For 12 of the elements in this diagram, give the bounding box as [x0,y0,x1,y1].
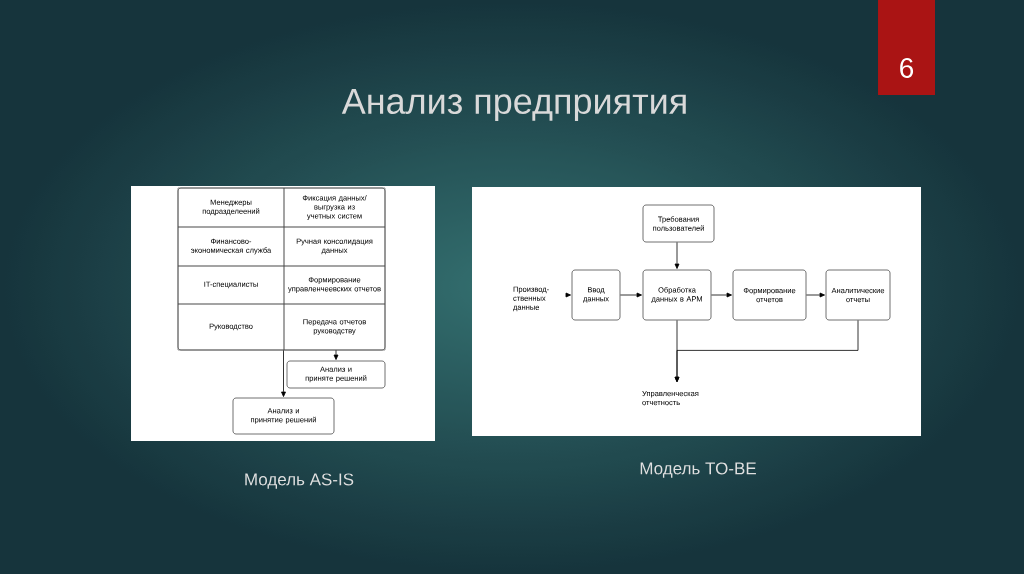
arrow [620,292,642,298]
caption: Модель AS-IS [245,473,354,489]
arrow [806,292,825,298]
caption: Модель TO-BE [640,462,756,478]
arrow [674,320,859,383]
arrow [281,350,286,397]
slide-title: Анализ предприятия [341,88,686,122]
arrow [711,292,732,298]
arrow [565,292,571,298]
arrow [674,242,680,269]
page-number: 6 [878,0,935,95]
arrow [333,349,339,360]
